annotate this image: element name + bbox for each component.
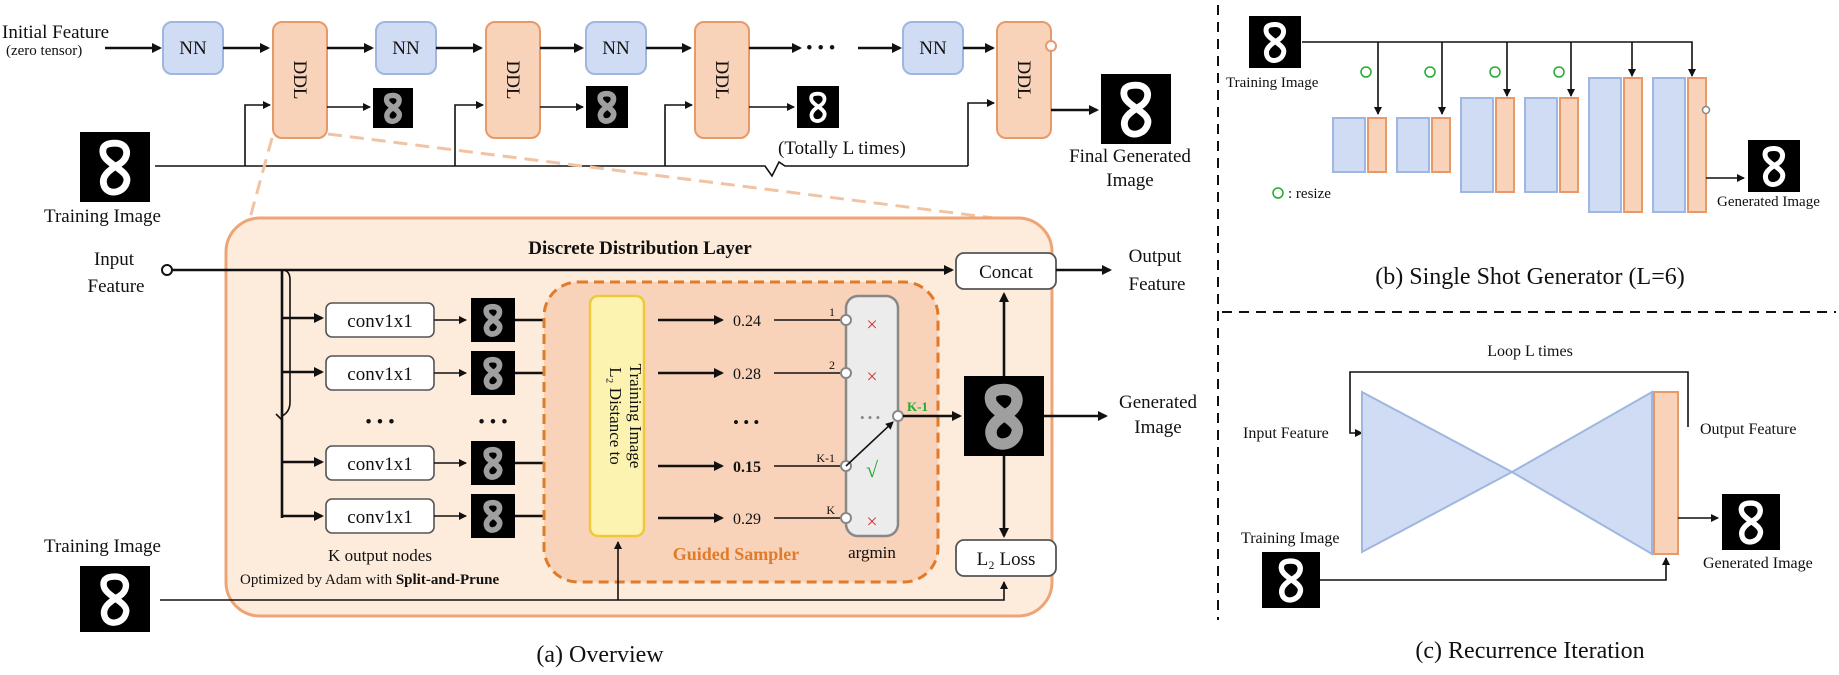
caption-single-shot: (b) Single Shot Generator (L=6) (1375, 264, 1684, 290)
hourglass-network (1361, 390, 1653, 556)
output-feature-label-2: Feature (1129, 274, 1186, 295)
cross-mark-2: × (866, 366, 877, 388)
caption-overview: (a) Overview (536, 642, 664, 668)
overview-panel: Initial Feature (zero tensor) NN DDL NN … (2, 21, 1198, 668)
nn-label-2: NN (392, 38, 420, 59)
input-feature-label-2: Feature (88, 276, 145, 297)
score-4: 0.29 (733, 511, 761, 528)
ss-generated-label: Generated Image (1717, 194, 1820, 210)
rec-ddl-block (1653, 391, 1679, 555)
node-label-3: K-1 (816, 451, 835, 465)
ddl-label-1: DDL (289, 60, 310, 99)
conv-label-1: conv1x1 (347, 311, 412, 332)
output-feature-label-1: Output (1129, 246, 1183, 267)
l2-distance-label-2: Training Image (626, 364, 645, 469)
single-shot-panel: Training Image Generated Image : resize … (1226, 16, 1820, 290)
ss-nn-1 (1332, 117, 1366, 173)
ddl-label-3: DDL (711, 60, 732, 99)
nn-label-4: NN (919, 38, 947, 59)
input-feature-label: Input Feature (1243, 425, 1329, 442)
conv-label-3: conv1x1 (347, 454, 412, 475)
rec-generated-label: Generated Image (1703, 555, 1813, 572)
ddl-label-2: DDL (502, 60, 523, 99)
ddl-block-1 (272, 21, 328, 139)
argmin-dots: • • • (860, 410, 880, 425)
check-mark: √ (866, 457, 879, 482)
output-feature-label: Output Feature (1700, 421, 1796, 438)
ss-ddl-4 (1559, 97, 1579, 193)
ss-nn-2 (1396, 117, 1430, 173)
optimized-by-label: Optimized by Adam with Split-and-Prune (240, 572, 500, 588)
ss-ddl-5 (1623, 77, 1643, 213)
selected-node-label: K-1 (907, 399, 928, 414)
ddl-block-final (996, 21, 1052, 139)
ddl-block-2 (485, 21, 541, 139)
conv-label-2: conv1x1 (347, 364, 412, 385)
ss-nn-5 (1588, 77, 1622, 213)
ddl-block-3 (694, 21, 750, 139)
l2-distance-label-1: L₂ Distance to (606, 367, 625, 465)
guided-sampler-label: Guided Sampler (673, 544, 800, 564)
score-1: 0.24 (733, 313, 761, 330)
totally-l-times: (Totally L times) (778, 138, 906, 159)
cross-mark-3: × (866, 511, 877, 533)
nn-label-1: NN (179, 38, 207, 59)
ss-ddl-1 (1367, 117, 1387, 173)
l2-loss-block (955, 539, 1057, 577)
ss-nn-3 (1460, 97, 1494, 193)
final-generated-label-1: Final Generated (1069, 146, 1191, 167)
training-image-label-bottom: Training Image (44, 536, 161, 557)
node-label-4: K (826, 503, 835, 517)
caption-recurrence: (c) Recurrence Iteration (1415, 638, 1644, 664)
l2-loss-label: L₂ Loss (977, 549, 1036, 570)
generated-image-label-1: Generated (1119, 392, 1198, 413)
k-output-nodes-label: K output nodes (328, 546, 432, 565)
conv-label-4: conv1x1 (347, 507, 412, 528)
score-dots: • • • (733, 413, 759, 432)
node-digit-dots: • • • (478, 412, 507, 433)
resize-legend: : resize (1288, 186, 1331, 202)
ss-nn-6 (1652, 77, 1686, 213)
generated-image-label-2: Image (1134, 417, 1181, 438)
rec-training-label: Training Image (1241, 530, 1340, 547)
input-feature-label-1: Input (94, 249, 135, 270)
initial-feature-label: Initial Feature (2, 22, 109, 43)
training-image-label-top: Training Image (44, 206, 161, 227)
l2-distance-block (588, 294, 646, 538)
score-3: 0.15 (733, 459, 761, 476)
resize-icon (1272, 187, 1284, 199)
loop-label: Loop L times (1487, 343, 1573, 360)
ss-training-label: Training Image (1226, 75, 1319, 91)
ss-ddl-2 (1431, 117, 1451, 173)
ddl-label-final: DDL (1013, 60, 1034, 99)
argmin-label: argmin (848, 543, 896, 562)
recurrence-panel: Loop L times Input Feature Output Featur… (1241, 343, 1813, 664)
concat-label: Concat (979, 262, 1034, 283)
final-generated-label-2: Image (1106, 170, 1153, 191)
ss-ddl-3 (1495, 97, 1515, 193)
ss-ddl-6 (1687, 77, 1707, 213)
ddl-title: Discrete Distribution Layer (528, 238, 752, 259)
cross-mark-1: × (866, 314, 877, 336)
zero-tensor-label: (zero tensor) (6, 43, 82, 59)
ss-nn-4 (1524, 97, 1558, 193)
node-label-1: 1 (829, 305, 835, 319)
nn-label-3: NN (602, 38, 630, 59)
conv-dots: • • • (365, 412, 394, 433)
node-label-2: 2 (829, 358, 835, 372)
chain-ellipsis: • • • (806, 38, 835, 59)
score-2: 0.28 (733, 366, 761, 383)
